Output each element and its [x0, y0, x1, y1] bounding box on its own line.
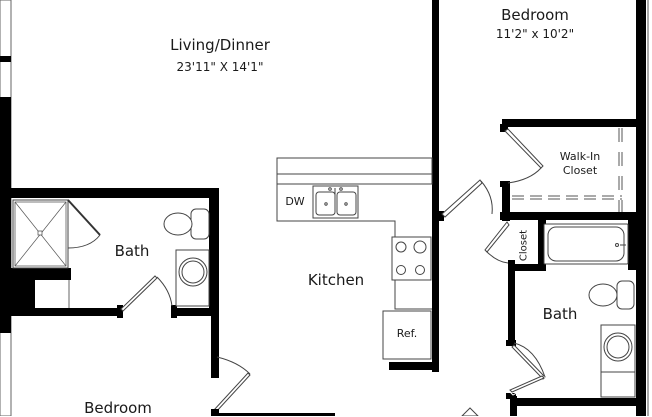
room-dimensions-living-dinner: 23'11" X 14'1" [176, 60, 264, 74]
dishwasher-label: DW [285, 195, 305, 208]
room-label-closet: Closet [518, 229, 530, 262]
bath-left-walls [11, 188, 219, 378]
room-label-bath-right: Bath [542, 305, 578, 323]
closet-walls [500, 119, 640, 221]
room-label-kitchen: Kitchen [307, 271, 365, 289]
room-dimensions-bedroom-top: 11'2" x 10'2" [495, 27, 575, 41]
room-label-walk-in-closet-line1: Walk-In [559, 150, 601, 163]
bedroom-top-door [438, 179, 493, 221]
left-exterior-wall [0, 0, 12, 416]
room-label-walk-in-closet-line2: Closet [562, 164, 598, 177]
bath-right-walls [484, 218, 640, 416]
room-label-bedroom-top: Bedroom [501, 6, 569, 24]
central-wall [432, 0, 439, 372]
refrigerator-label: Ref. [396, 327, 418, 340]
room-label-bedroom-bottom: Bedroom [84, 399, 152, 417]
room-label-living-dinner: Living/Dinner [170, 36, 270, 54]
kitchen-counters [276, 157, 439, 370]
right-exterior-wall [636, 0, 649, 416]
bedroom-bottom-door [211, 355, 479, 416]
room-label-bath-left: Bath [114, 242, 150, 260]
